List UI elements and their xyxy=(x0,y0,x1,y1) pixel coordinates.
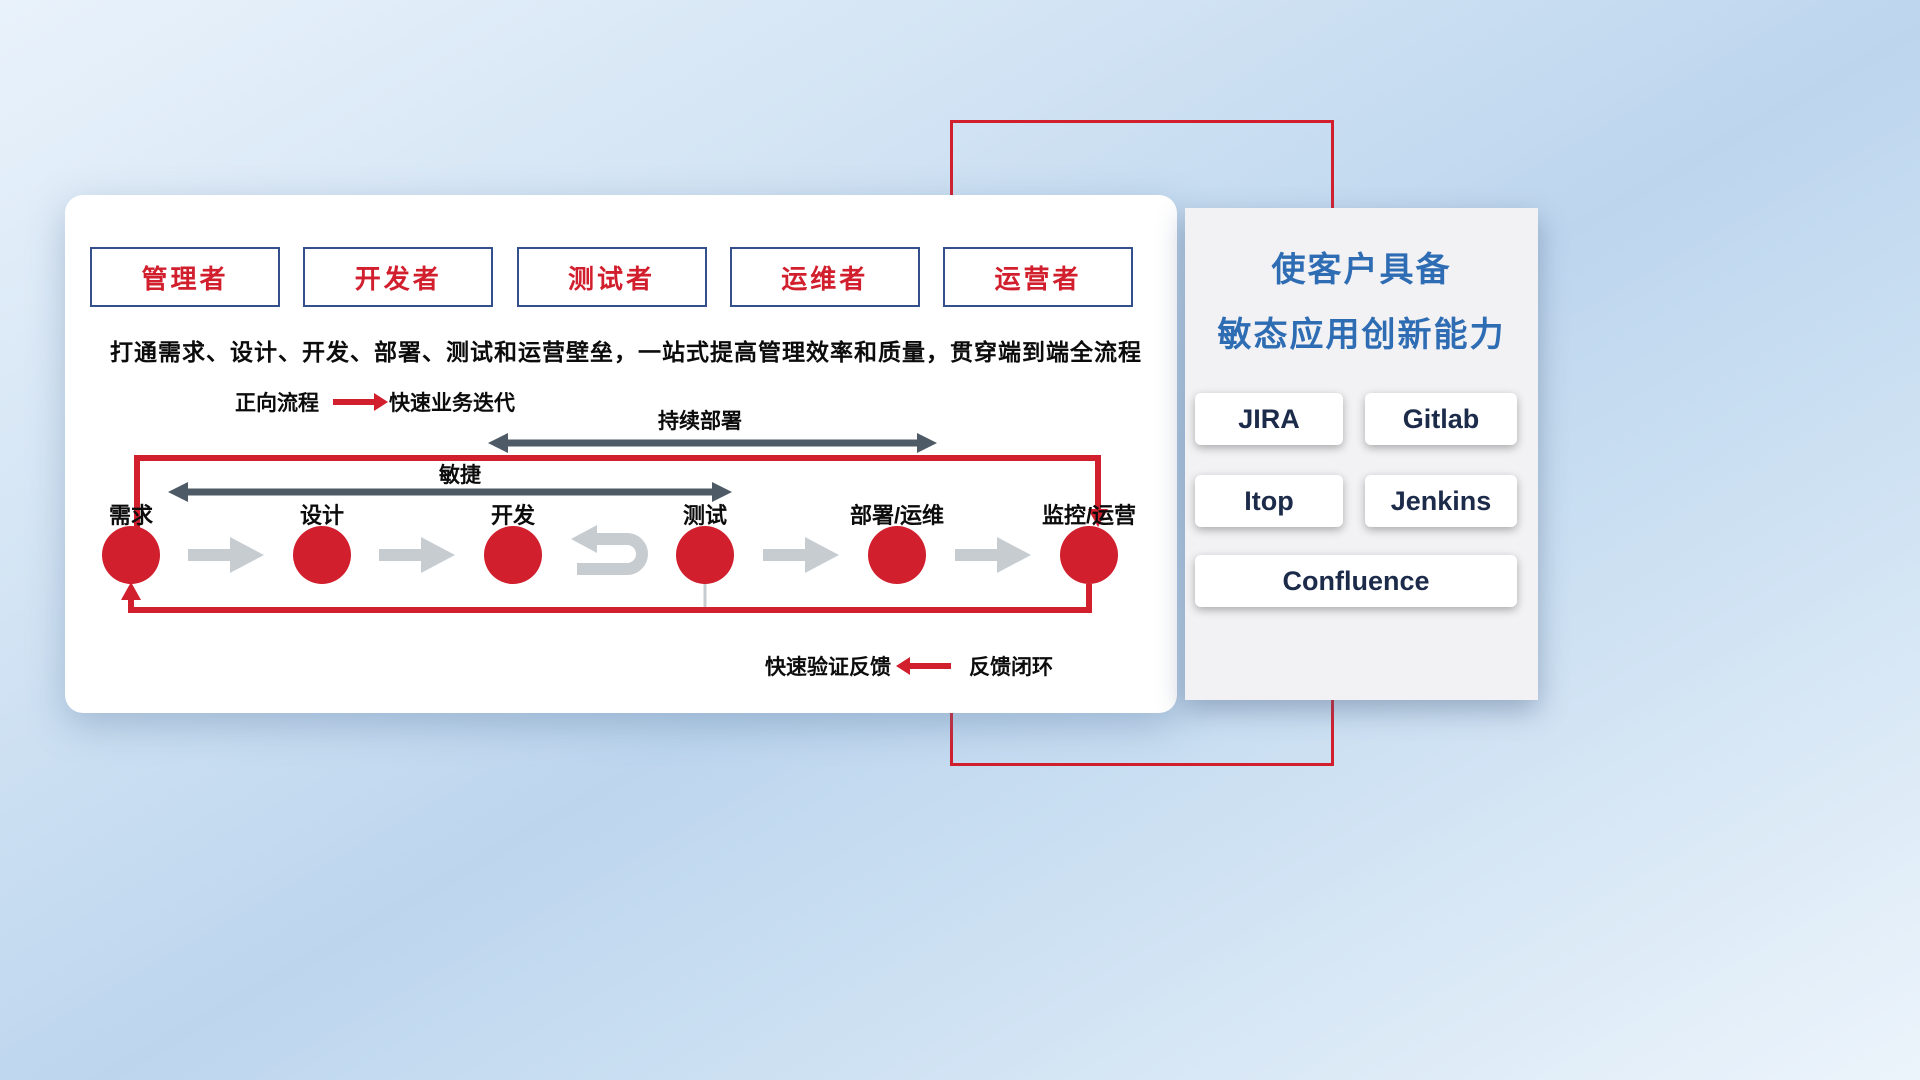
feedback-label: 快速验证反馈 xyxy=(765,656,891,679)
node-label-monitor-ops: 监控/运营 xyxy=(1041,503,1137,528)
tool-chip-itop: Itop xyxy=(1195,475,1343,527)
role-box-manager: 管理者 xyxy=(90,247,280,307)
forward-loop-line xyxy=(134,455,1101,528)
node-label-deploy-ops: 部署/运维 xyxy=(849,503,945,528)
roles-row: 管理者 开发者 测试者 运维者 运营者 xyxy=(90,247,1133,307)
tool-chip-confluence: Confluence xyxy=(1195,555,1517,607)
forward-flow-label: 正向流程 xyxy=(235,392,319,415)
panel-title-line2: 敏态应用创新能力 xyxy=(1217,315,1506,354)
node-label-develop: 开发 xyxy=(490,503,535,528)
flow-arrow-3-head xyxy=(805,537,839,573)
node-circle-monitor-ops xyxy=(1060,526,1118,584)
panel-title-line1: 使客户具备 xyxy=(1271,251,1452,289)
flow-arrow-1-head xyxy=(230,537,264,573)
tool-chip-gitlab: Gitlab xyxy=(1365,393,1517,445)
role-box-tester: 测试者 xyxy=(516,247,707,307)
flow-arrow-4-head xyxy=(997,537,1031,573)
tool-chip-jira: JIRA xyxy=(1195,393,1343,445)
node-circle-develop xyxy=(484,526,542,584)
continuous-deploy-arrowhead-left xyxy=(488,433,508,453)
continuous-deploy-label: 持续部署 xyxy=(658,410,742,433)
node-label-test: 测试 xyxy=(682,503,727,528)
workflow-description: 打通需求、设计、开发、部署、测试和运营壁垒，一站式提高管理效率和质量，贯穿端到端… xyxy=(110,339,1142,365)
feedback-loop-line xyxy=(128,584,1092,613)
feedback-arrow-icon xyxy=(896,657,951,675)
node-circle-deploy-ops xyxy=(868,526,926,584)
feedback-legend: 快速验证反馈 反馈闭环 xyxy=(765,651,1053,681)
node-circle-test xyxy=(676,526,734,584)
forward-flow-legend: 正向流程 快速业务迭代 xyxy=(235,387,515,417)
agile-arrowhead-right xyxy=(712,482,732,502)
role-box-developer: 开发者 xyxy=(303,247,494,307)
agile-label: 敏捷 xyxy=(439,464,481,487)
role-box-operator: 运维者 xyxy=(729,247,920,307)
continuous-deploy-arrowhead-right xyxy=(917,433,937,453)
panel-title: 使客户具备 敏态应用创新能力 xyxy=(1185,238,1538,367)
forward-flow-value: 快速业务迭代 xyxy=(389,392,515,415)
feedback-value: 反馈闭环 xyxy=(969,656,1053,679)
forward-arrow-icon xyxy=(333,393,388,411)
iteration-loop-icon xyxy=(577,533,648,575)
tools-panel: 使客户具备 敏态应用创新能力 JIRA Gitlab Itop Jenkins … xyxy=(1185,208,1538,700)
flow-diagram xyxy=(102,433,1118,613)
node-circle-requirements xyxy=(102,526,160,584)
node-circle-design xyxy=(293,526,351,584)
role-box-business-operator: 运营者 xyxy=(943,247,1133,307)
node-label-design: 设计 xyxy=(299,503,344,528)
workflow-card: 管理者 开发者 测试者 运维者 运营者 打通需求、设计、开发、部署、测试和运营壁… xyxy=(65,195,1177,713)
feedback-loop-arrowhead xyxy=(121,582,141,600)
iteration-loop-arrowhead xyxy=(571,525,597,553)
forward-loop-arrowhead xyxy=(1088,509,1108,527)
tool-chip-jenkins: Jenkins xyxy=(1365,475,1517,527)
agile-arrowhead-left xyxy=(168,482,188,502)
flow-arrow-2-head xyxy=(421,537,455,573)
node-label-requirements: 需求 xyxy=(108,503,153,528)
